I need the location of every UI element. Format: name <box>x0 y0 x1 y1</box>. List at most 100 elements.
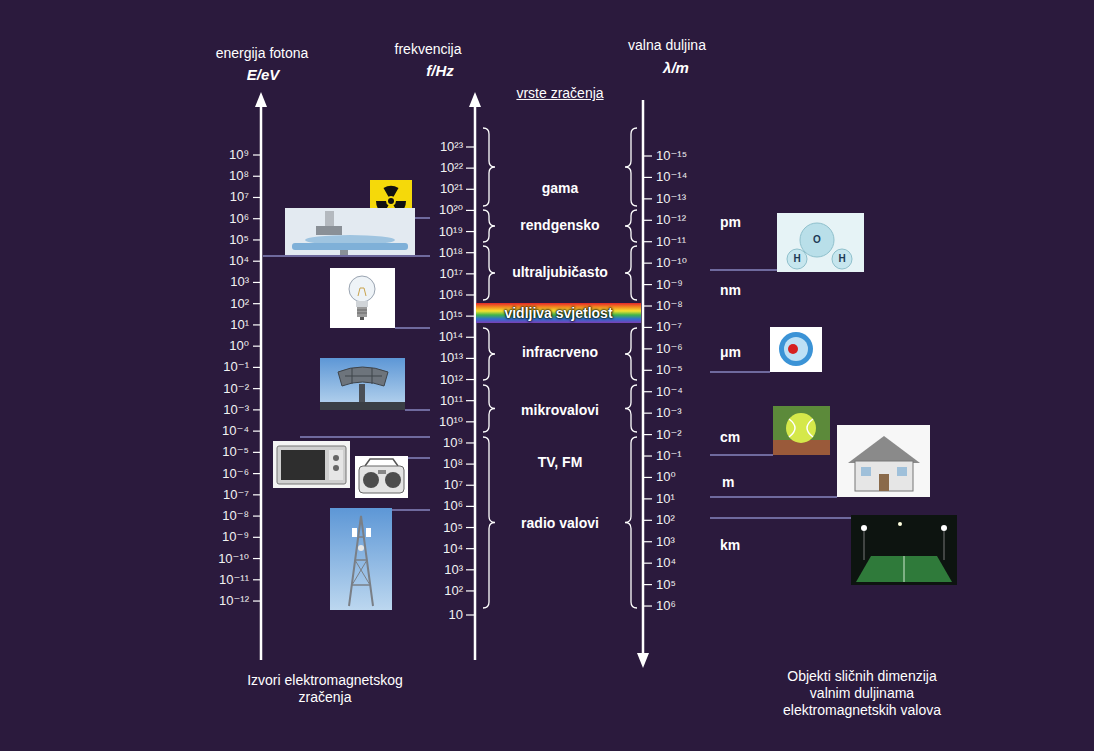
radar-picture <box>320 402 405 410</box>
brace <box>625 385 637 432</box>
spectrum-band: vidljiva svjetlost <box>476 303 641 323</box>
radiation-type: gama <box>542 180 579 196</box>
tick-mark <box>253 197 261 198</box>
tick-mark <box>466 464 475 465</box>
stadium-picture <box>856 556 952 582</box>
light-bulb-picture <box>357 313 367 314</box>
radar-picture <box>352 368 353 384</box>
length-unit: pm <box>720 214 741 230</box>
wavelength-tick-label: 10⁻¹³ <box>656 191 686 206</box>
leader-line <box>710 269 777 271</box>
tick-mark <box>643 605 652 606</box>
tick-mark <box>466 337 475 338</box>
brace <box>483 246 495 300</box>
brace <box>483 385 495 432</box>
tennis-ball-picture <box>789 419 795 437</box>
microwave-oven-picture <box>333 465 339 471</box>
tick-mark <box>643 455 652 456</box>
atom-picture <box>788 344 798 354</box>
energy-tick-label: 10⁵ <box>229 232 249 247</box>
tick-mark <box>643 305 652 306</box>
tick-mark <box>643 220 652 221</box>
house-picture <box>837 425 930 497</box>
microwave-oven-picture <box>277 446 346 484</box>
wavelength-tick-label: 10⁻¹² <box>656 213 686 228</box>
brace <box>625 328 637 380</box>
light-bulb-picture <box>356 301 368 307</box>
atom-picture <box>770 327 822 372</box>
leader-line <box>395 327 430 329</box>
leader-line <box>300 436 430 438</box>
frequency-tick-label: 10¹⁶ <box>439 288 463 303</box>
energy-tick-label: 10⁻⁷ <box>223 487 249 502</box>
leader-line <box>405 409 430 411</box>
frequency-tick-label: 10⁷ <box>444 478 463 493</box>
tick-mark <box>253 579 261 580</box>
wavelength-tick-label: 10⁻⁷ <box>656 320 682 335</box>
frequency-tick-label: 10⁶ <box>443 499 463 514</box>
radiation-type: ultraljubičasto <box>512 264 608 280</box>
tick-mark <box>643 477 652 478</box>
tick-mark <box>466 273 475 274</box>
tick-mark <box>253 515 261 516</box>
atom-picture <box>779 332 813 366</box>
tick-mark <box>253 176 261 177</box>
xray-machine-picture <box>285 208 415 255</box>
tick-mark <box>466 485 475 486</box>
frequency-tick-label: 10¹⁹ <box>439 224 463 239</box>
tick-mark <box>253 154 261 155</box>
axis-title: frekvencija <box>395 41 462 57</box>
water-molecule-picture <box>777 213 864 272</box>
radar-picture <box>359 384 365 402</box>
tick-mark <box>253 452 261 453</box>
light-bulb-picture <box>330 268 395 328</box>
water-molecule-picture <box>832 249 852 269</box>
tick-mark <box>466 569 475 570</box>
axis-arrow <box>255 92 649 668</box>
energy-tick-label: 10⁹ <box>229 148 249 163</box>
xray-machine-picture <box>340 250 348 255</box>
tick-mark <box>253 431 261 432</box>
tick-mark <box>466 442 475 443</box>
stadium-picture <box>851 515 957 585</box>
axis-unit: f/Hz <box>426 62 454 79</box>
tick-mark <box>466 527 475 528</box>
axis-unit: λ/m <box>663 59 689 76</box>
column-caption: Izvori elektromagnetskog zračenja <box>243 672 408 706</box>
radio-picture <box>359 466 404 493</box>
transmitter-tower-picture <box>358 545 364 551</box>
energy-tick-label: 10⁶ <box>229 211 249 226</box>
microwave-oven-picture <box>329 450 343 480</box>
energy-tick-label: 10⁻⁶ <box>222 466 249 481</box>
atom-symbol: H <box>838 253 845 265</box>
transmitter-tower-picture <box>358 536 364 538</box>
column-caption: Objekti sličnih dimenzija valnim duljina… <box>767 668 957 718</box>
axis-unit: E/eV <box>247 66 280 83</box>
energy-tick-label: 10¹ <box>230 317 249 332</box>
tick-mark <box>466 379 475 380</box>
tennis-ball-picture <box>807 419 813 437</box>
frequency-tick-label: 10²¹ <box>440 182 463 197</box>
radiation-type: mikrovalovi <box>521 402 599 418</box>
wavelength-tick-label: 10⁻⁶ <box>656 341 683 356</box>
leader-line <box>710 517 851 519</box>
radio-picture <box>385 472 401 488</box>
tick-mark <box>253 282 261 283</box>
tick-mark <box>466 189 475 190</box>
brace <box>625 128 637 206</box>
brace <box>483 210 495 242</box>
frequency-tick-label: 10¹⁴ <box>439 330 463 345</box>
axis-title: energija fotona <box>216 45 309 61</box>
energy-tick-label: 10⁰ <box>229 339 249 354</box>
energy-tick-label: 10⁻¹⁰ <box>218 551 249 566</box>
tick-mark <box>253 473 261 474</box>
house-picture <box>837 425 930 497</box>
tick-mark <box>253 261 261 262</box>
transmitter-tower-picture <box>355 559 367 561</box>
energy-tick-label: 10⁻⁸ <box>222 509 249 524</box>
energy-tick-label: 10⁻¹¹ <box>219 572 249 587</box>
tick-mark <box>253 218 261 219</box>
wavelength-tick-label: 10¹ <box>656 491 675 506</box>
brace <box>625 210 637 242</box>
